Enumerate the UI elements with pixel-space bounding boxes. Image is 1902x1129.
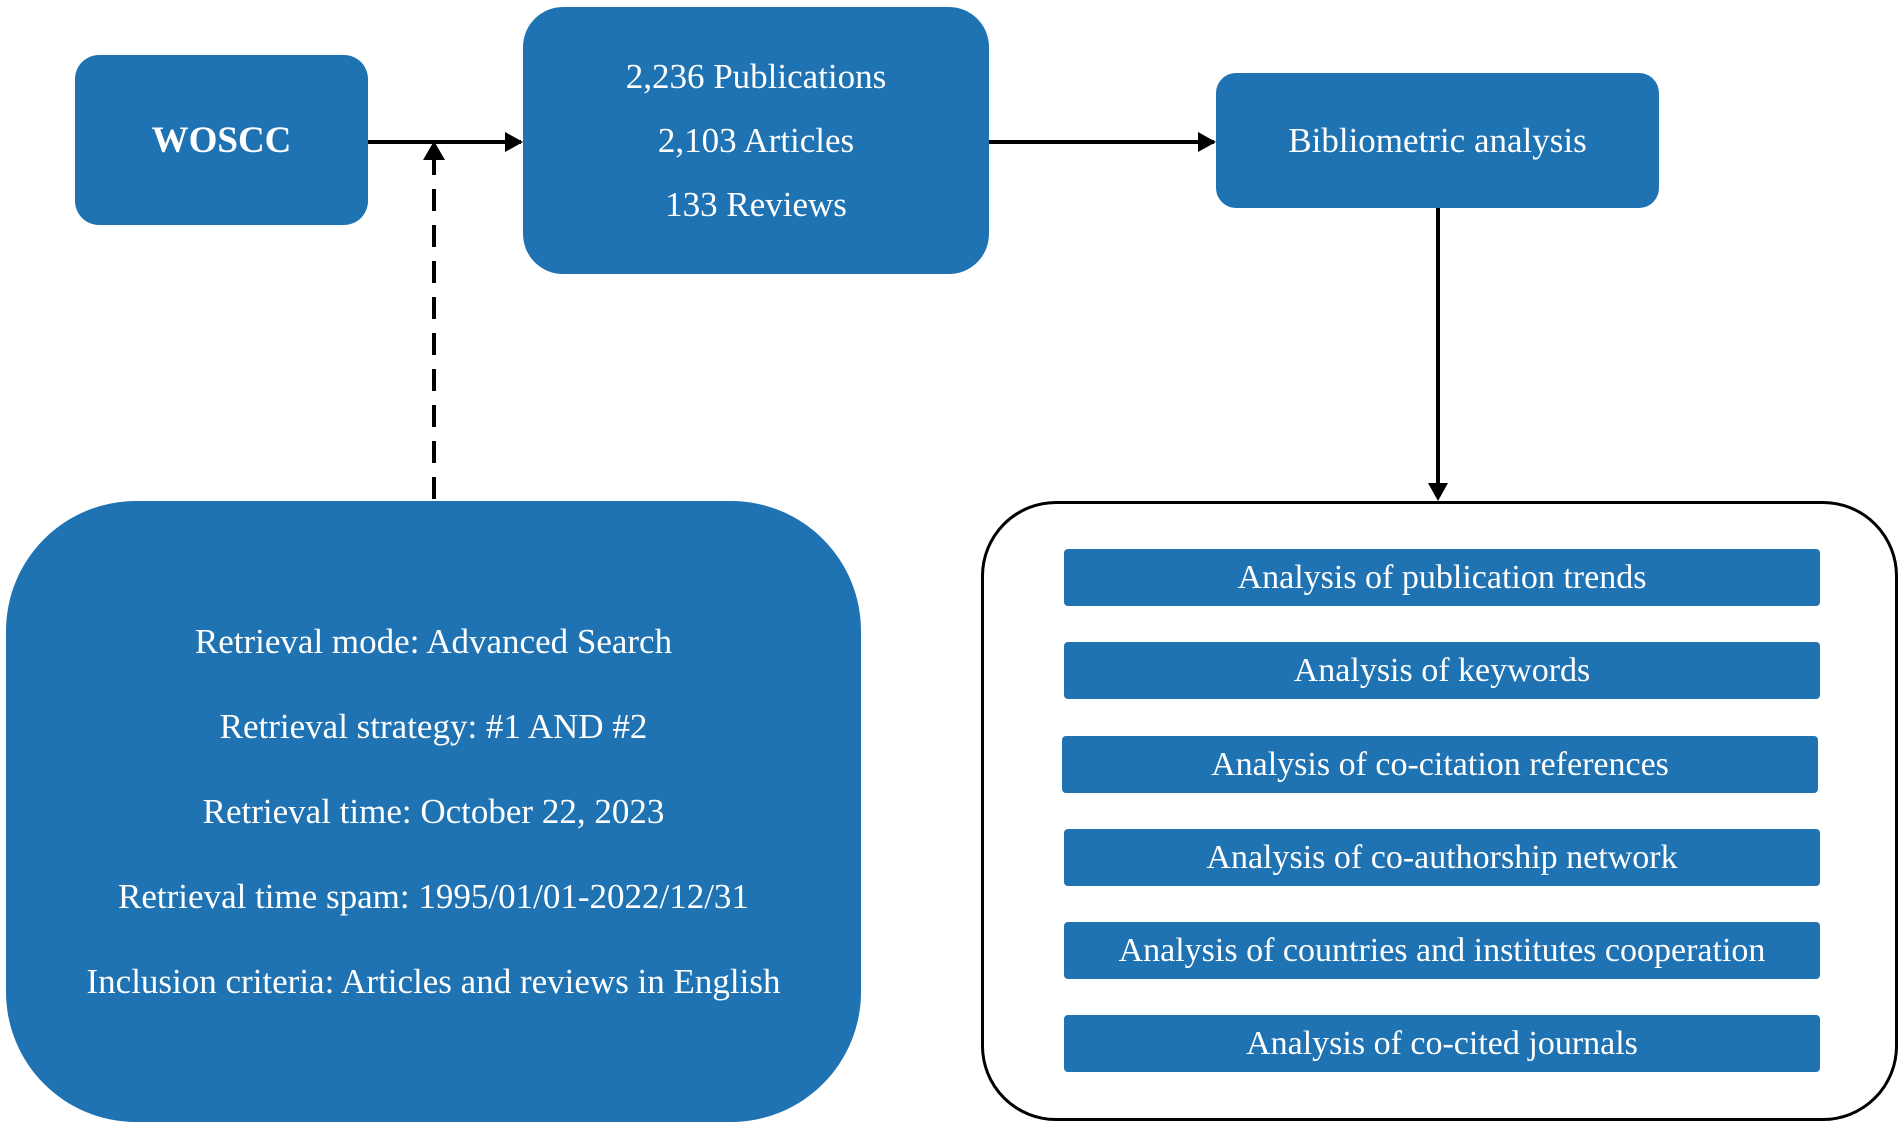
analysis-item-publication-trends: Analysis of publication trends xyxy=(1064,549,1820,606)
bibliometric-label: Bibliometric analysis xyxy=(1288,120,1587,160)
retrieval-time: Retrieval time: October 22, 2023 xyxy=(202,792,665,831)
inclusion-criteria: Inclusion criteria: Articles and reviews… xyxy=(86,962,781,1001)
analysis-panel: Analysis of publication trends Analysis … xyxy=(981,501,1898,1121)
retrieval-time-span: Retrieval time spam: 1995/01/01-2022/12/… xyxy=(118,877,749,916)
publications-count: 2,236 Publications xyxy=(625,56,887,96)
woscc-label: WOSCC xyxy=(151,119,292,161)
analysis-item-countries-institutes: Analysis of countries and institutes coo… xyxy=(1064,922,1820,979)
publications-box: 2,236 Publications 2,103 Articles 133 Re… xyxy=(523,7,989,274)
arrowhead-dashed xyxy=(423,141,445,160)
reviews-count: 133 Reviews xyxy=(665,184,847,224)
analysis-item-co-citation-references: Analysis of co-citation references xyxy=(1062,736,1818,793)
retrieval-strategy: Retrieval strategy: #1 AND #2 xyxy=(219,707,648,746)
bibliometric-analysis-box: Bibliometric analysis xyxy=(1216,73,1659,208)
retrieval-criteria-box: Retrieval mode: Advanced Search Retrieva… xyxy=(6,501,861,1122)
analysis-item-co-cited-journals: Analysis of co-cited journals xyxy=(1064,1015,1820,1072)
articles-count: 2,103 Articles xyxy=(657,120,855,160)
arrowhead-bibliometric xyxy=(1198,132,1216,152)
arrowhead-analyses xyxy=(1428,483,1448,501)
analysis-item-keywords: Analysis of keywords xyxy=(1064,642,1820,699)
arrowhead-publications xyxy=(505,132,523,152)
woscc-box: WOSCC xyxy=(75,55,368,225)
analysis-item-co-authorship-network: Analysis of co-authorship network xyxy=(1064,829,1820,886)
retrieval-mode: Retrieval mode: Advanced Search xyxy=(194,622,673,661)
